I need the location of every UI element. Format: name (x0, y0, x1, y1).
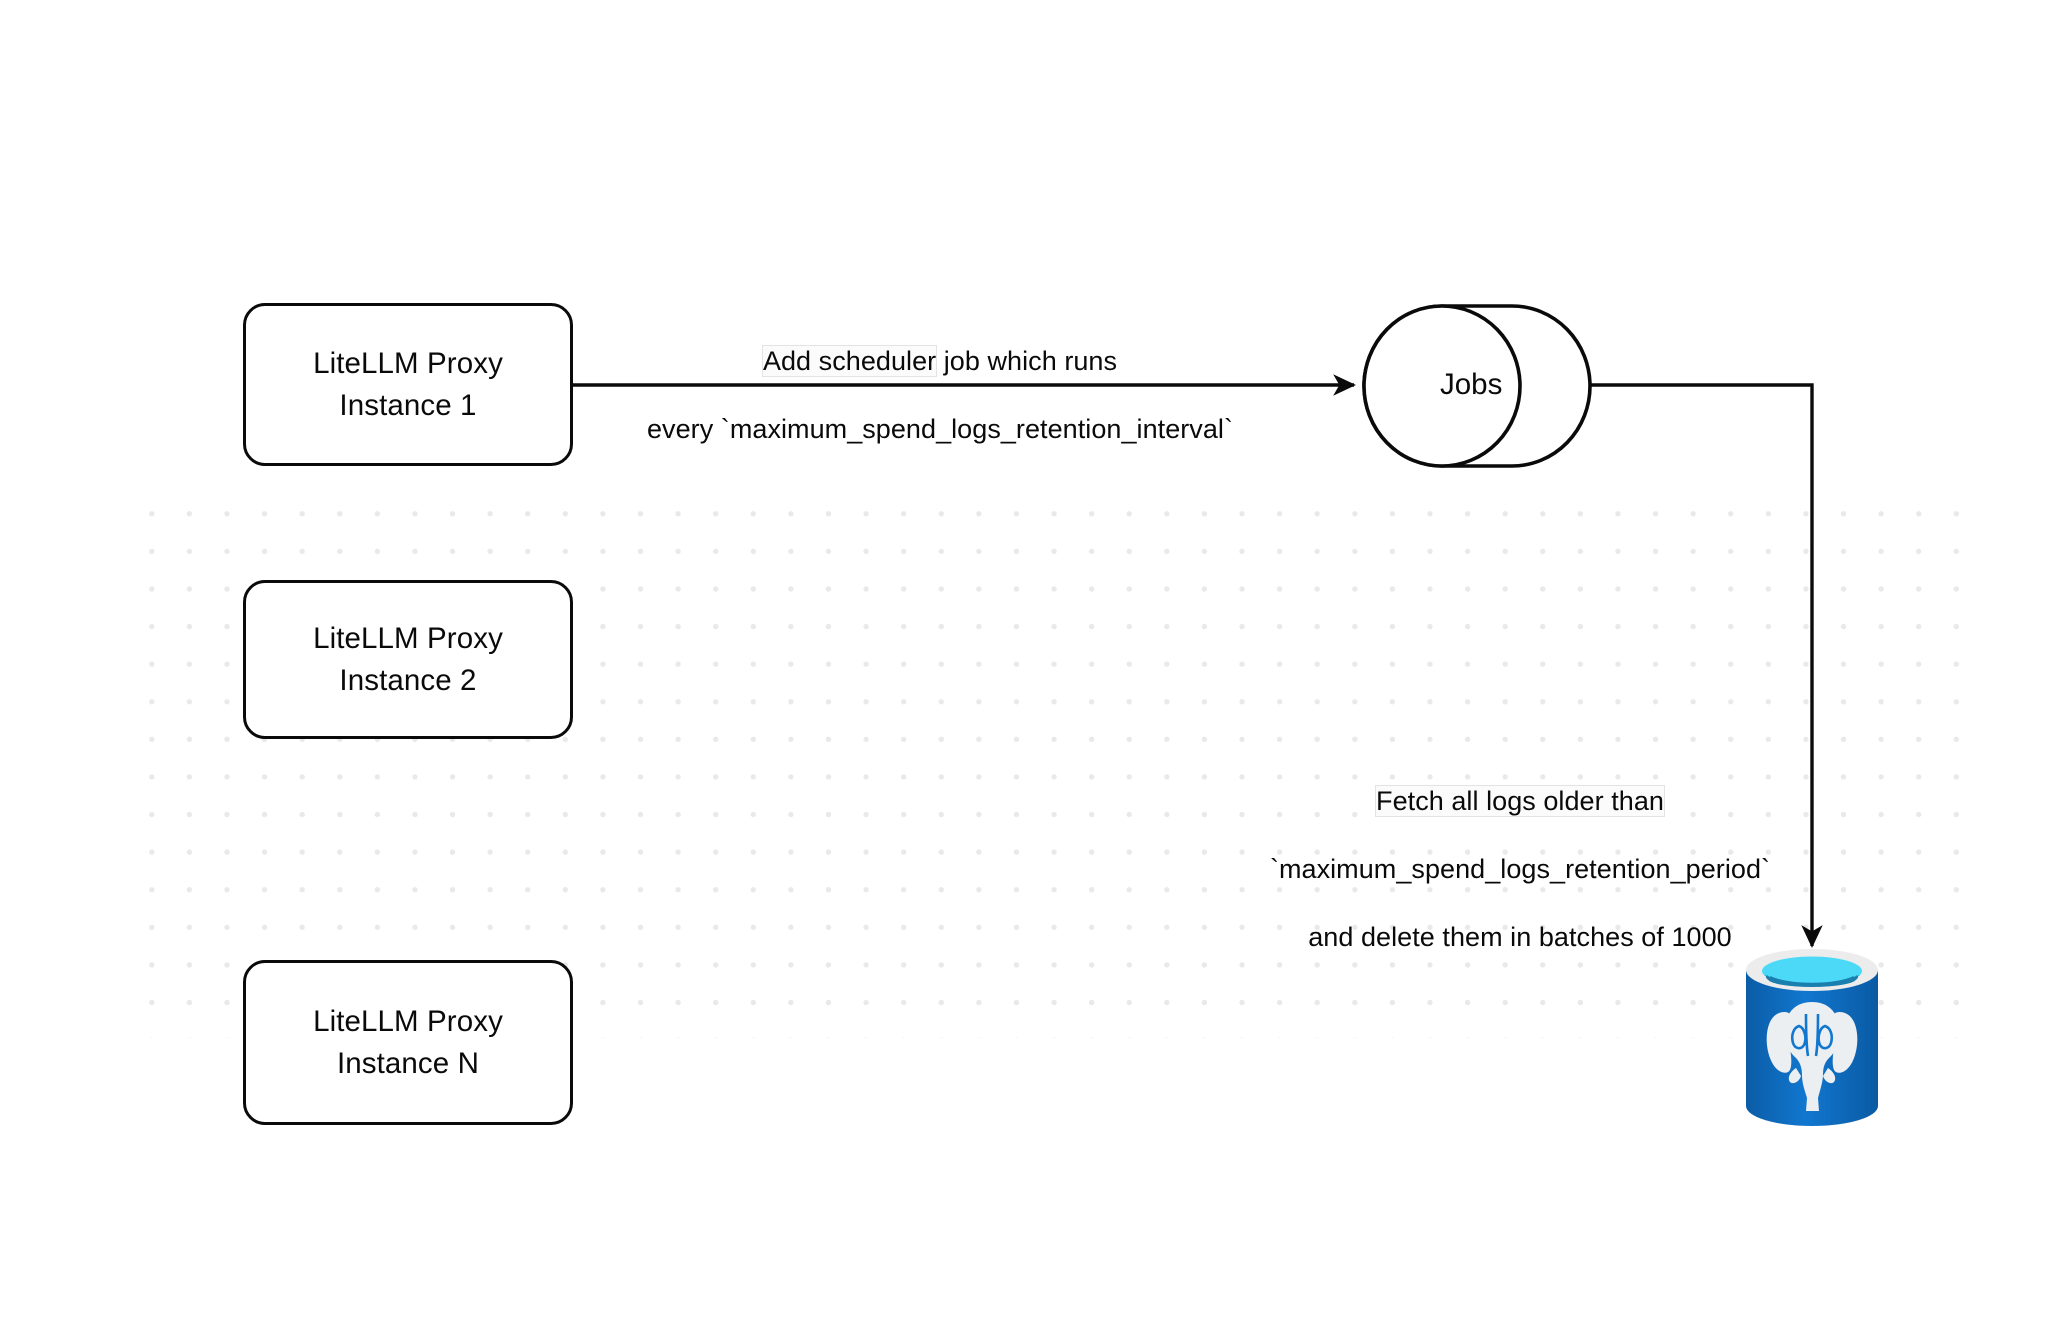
postgresql-database-icon[interactable] (1744, 948, 1880, 1128)
elephant-glyph (1766, 1002, 1858, 1111)
edge-label-line-2: every `maximum_spend_logs_retention_inte… (646, 414, 1234, 444)
node-litellm-proxy-instance-1[interactable]: LiteLLM Proxy Instance 1 (243, 303, 573, 466)
edge-label-add-scheduler-job: Add scheduler job which runs every `maxi… (560, 310, 1320, 480)
edge-label-line-1-rest: job which runs (936, 346, 1118, 376)
fetch-label-highlight: Fetch all logs older than (1375, 785, 1665, 817)
fetch-label-line-1: Fetch all logs older than (1230, 784, 1810, 818)
node-litellm-proxy-instance-n[interactable]: LiteLLM Proxy Instance N (243, 960, 573, 1125)
node-litellm-proxy-instance-2[interactable]: LiteLLM Proxy Instance 2 (243, 580, 573, 739)
edge-label-fetch-and-delete: Fetch all logs older than `maximum_spend… (1230, 750, 1810, 988)
node-label-instance-2: LiteLLM Proxy Instance 2 (313, 621, 503, 697)
jobs-cylinder-shape (1362, 304, 1592, 468)
node-label-instance-1: LiteLLM Proxy Instance 1 (313, 346, 503, 422)
edge-label-line-1: Add scheduler job which runs (560, 344, 1320, 378)
node-label-jobs: Jobs (1440, 368, 1503, 401)
edge-label-highlight: Add scheduler (761, 345, 938, 377)
edge-jobs-to-postgres (1585, 383, 1823, 948)
node-label-instance-n: LiteLLM Proxy Instance N (313, 1004, 503, 1080)
fetch-label-line-3: and delete them in batches of 1000 (1308, 922, 1732, 952)
fetch-label-line-2: `maximum_spend_logs_retention_period` (1269, 854, 1771, 884)
elephant-eyes (1790, 1013, 1834, 1057)
